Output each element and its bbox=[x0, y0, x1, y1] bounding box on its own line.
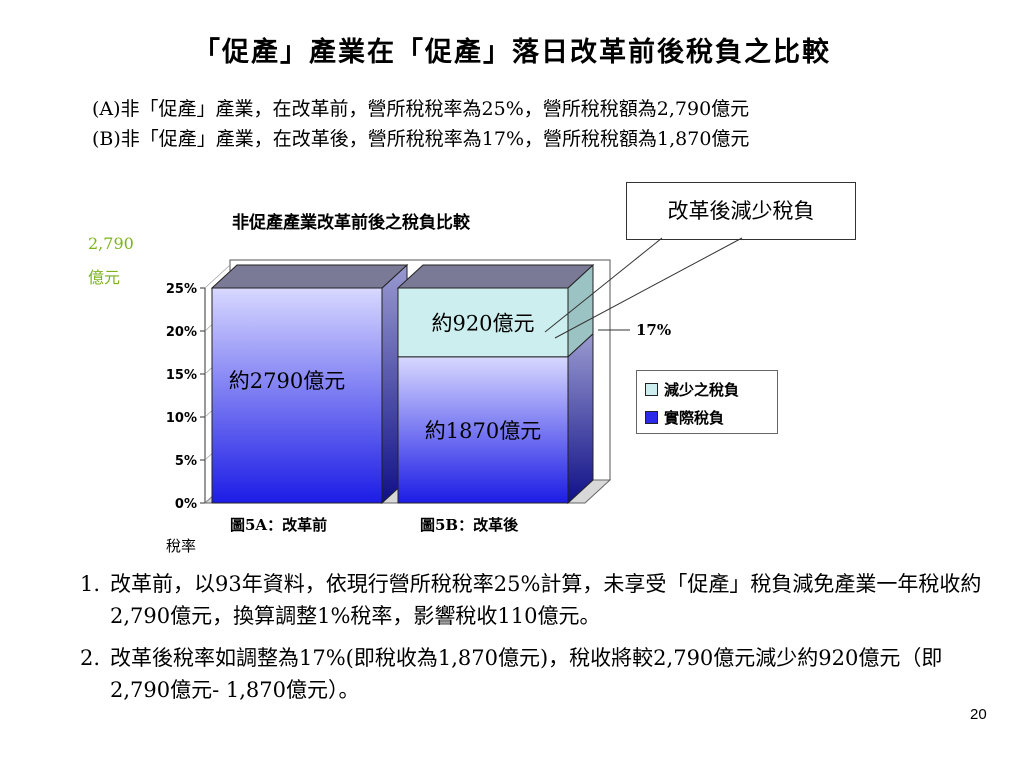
note-item: 1. 改革前，以93年資料，依現行營所稅稅率25%計算，未享受「促產」稅負減免產… bbox=[80, 568, 990, 632]
y-gridline bbox=[204, 264, 231, 289]
bar-top bbox=[396, 264, 595, 289]
y-tick-label: 5% bbox=[175, 454, 197, 469]
notes-list: 1. 改革前，以93年資料，依現行營所稅稅率25%計算，未享受「促產」稅負減免產… bbox=[80, 568, 990, 706]
legend-label-actual: 實際稅負 bbox=[664, 409, 725, 427]
callout-pointer bbox=[554, 237, 743, 339]
y-tick-label: 10% bbox=[166, 411, 197, 426]
subtitle-b: (B)非「促產」產業，在改革後，營所稅稅率為17%，營所稅稅額為1,870億元 bbox=[92, 128, 750, 150]
chart-title: 非促產產業改革前後之稅負比較 bbox=[232, 213, 470, 233]
callout-box: 改革後減少稅負 bbox=[626, 182, 856, 240]
note-item: 2. 改革後稅率如調整為17%(即稅收為1,870億元)，稅收將較2,790億元… bbox=[80, 642, 990, 706]
y-tick-label: 20% bbox=[166, 325, 197, 340]
bar-segment bbox=[397, 287, 569, 358]
y-tick-label: 15% bbox=[166, 368, 197, 383]
bar-side bbox=[567, 332, 594, 505]
note-text: 改革後稅率如調整為17%(即稅收為1,870億元)，稅收將較2,790億元減少約… bbox=[110, 646, 943, 702]
x-category-before: 圖5A：改革前 bbox=[230, 516, 328, 534]
subtitle-a: (A)非「促產」產業，在改革前，營所稅稅率為25%，營所稅稅額為2,790億元 bbox=[92, 98, 750, 120]
callout-pointer bbox=[544, 237, 663, 333]
legend-item-actual: 實際稅負 bbox=[645, 407, 724, 428]
legend-label-reduced: 減少之稅負 bbox=[664, 381, 740, 399]
left-value-unit: 億元 bbox=[88, 268, 121, 287]
legend-item-reduced: 減少之稅負 bbox=[645, 379, 739, 400]
y-axis-label: 稅率 bbox=[166, 537, 197, 555]
note-text: 改革前，以93年資料，依現行營所稅稅率25%計算，未享受「促產」稅負減免產業一年… bbox=[110, 572, 982, 628]
legend-swatch-reduced bbox=[645, 383, 658, 396]
legend-swatch-actual bbox=[645, 411, 658, 424]
note-number: 2. bbox=[80, 646, 101, 670]
bar-value-label: 約920億元 bbox=[431, 311, 534, 335]
slide-title: 「促產」產業在「促產」落日改革前後稅負之比較 bbox=[193, 37, 831, 68]
bar-segment bbox=[211, 287, 383, 504]
bar-top bbox=[210, 264, 409, 289]
x-category-after: 圖5B：改革後 bbox=[420, 516, 519, 534]
rate-label: 17% bbox=[636, 321, 672, 339]
note-number: 1. bbox=[80, 572, 101, 596]
bar-value-label: 約2790億元 bbox=[229, 369, 345, 393]
bar-segment bbox=[397, 356, 569, 504]
chart-legend: 減少之稅負 實際稅負 bbox=[636, 370, 778, 434]
y-tick-label: 25% bbox=[166, 282, 197, 297]
bar-value-label: 約1870億元 bbox=[425, 419, 541, 443]
y-tick-label: 0% bbox=[175, 497, 197, 512]
page-number: 20 bbox=[970, 706, 987, 723]
left-value-amount: 2,790 bbox=[88, 234, 134, 253]
